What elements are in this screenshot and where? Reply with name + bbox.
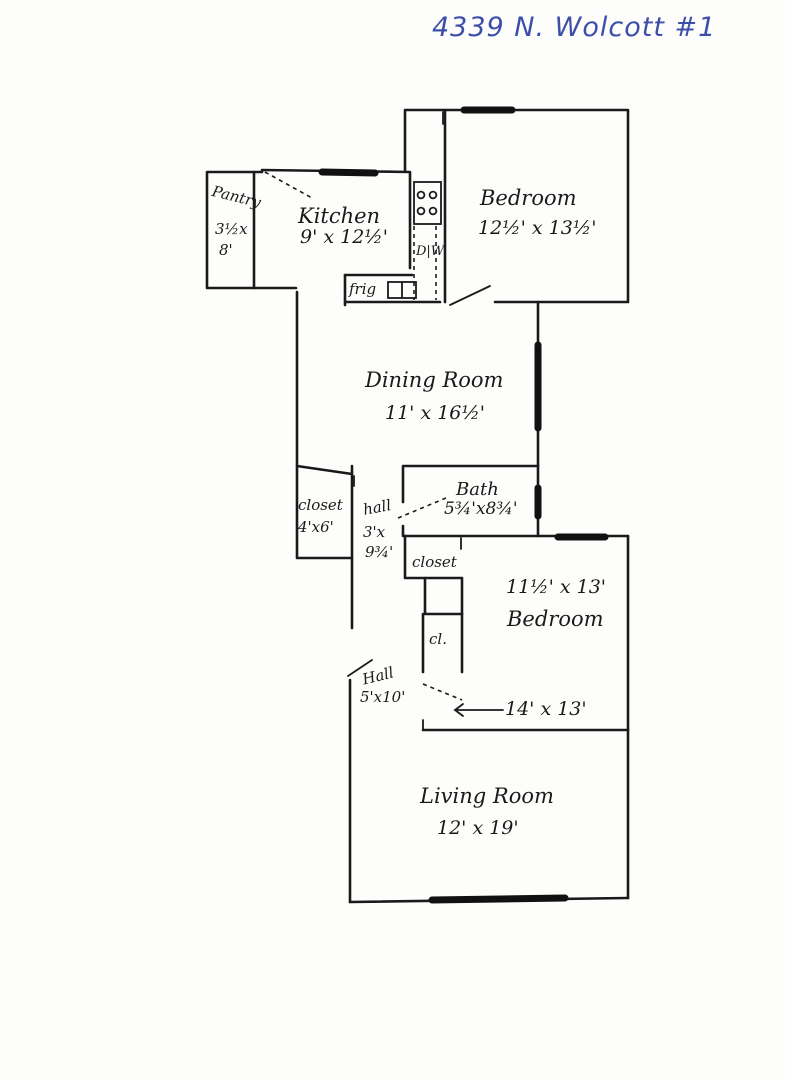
bedroom-rear-walls xyxy=(403,106,630,304)
living-room-walls xyxy=(347,659,630,904)
bath-dims: 5¾'x8¾' xyxy=(444,499,518,519)
bedroom-rear-dims: 12½' x 13½' xyxy=(478,217,597,239)
dining-room-dims: 11' x 16½' xyxy=(385,402,486,424)
bath-label: Bath xyxy=(456,479,499,500)
kitchen-walls xyxy=(260,168,491,307)
hall-closet-label: closet xyxy=(298,496,343,514)
hall-dims-1: 3'x xyxy=(363,523,386,541)
small-closet-label: cl. xyxy=(429,630,447,648)
pantry-dims-2: 8' xyxy=(219,241,233,259)
hall-closet-dims: 4'x6' xyxy=(298,518,334,536)
arrow-note-dims: 14' x 13' xyxy=(505,698,587,720)
hall-closet-walls xyxy=(295,464,540,630)
address-heading: 4339 N. Wolcott #1 xyxy=(432,12,717,43)
pantry-dims-1: 3½x xyxy=(215,220,248,238)
hall-dims-2: 9¾' xyxy=(365,543,394,561)
living-room-label: Living Room xyxy=(420,784,554,808)
kitchen-dims: 9' x 12½' xyxy=(300,226,388,248)
fridge-label: frig xyxy=(349,280,377,298)
kitchen-label: Kitchen xyxy=(298,204,381,228)
bath-walls xyxy=(401,524,630,550)
bedroom-front-walls xyxy=(403,534,630,900)
bedroom-rear-label: Bedroom xyxy=(480,186,577,210)
bedroom-closet-label: closet xyxy=(412,553,457,571)
dining-room-label: Dining Room xyxy=(365,368,504,392)
bedroom-front-dims: 11½' x 13' xyxy=(506,576,607,598)
bedroom-front-label: Bedroom xyxy=(507,607,604,631)
dishwasher-label: D|W xyxy=(416,244,445,259)
pantry-walls xyxy=(205,170,298,290)
dining-room-walls xyxy=(295,290,542,538)
living-room-dims: 12' x 19' xyxy=(437,817,519,839)
front-hall-dims: 5'x10' xyxy=(360,688,406,706)
